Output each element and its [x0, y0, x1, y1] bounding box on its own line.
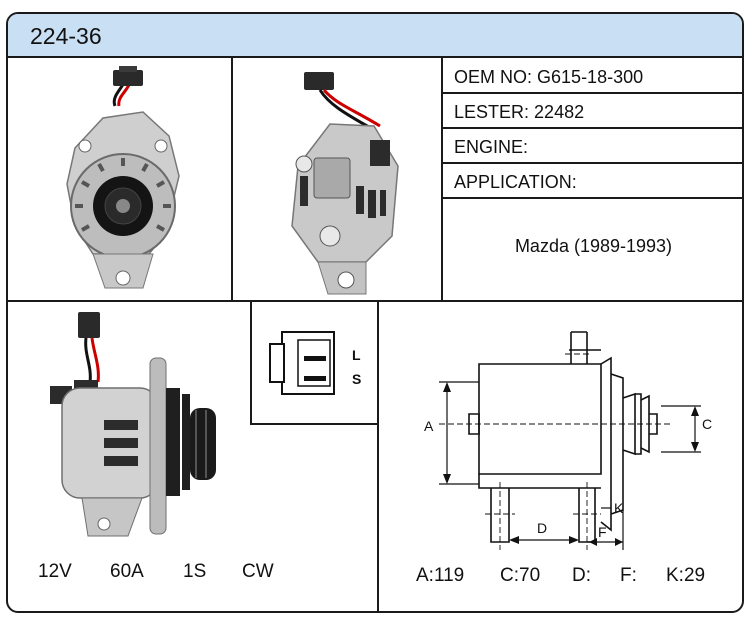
- divider: [250, 423, 379, 425]
- rotation-value: CW: [242, 561, 274, 582]
- divider: [441, 162, 742, 164]
- divider: [250, 300, 252, 425]
- amperage-value: 60A: [110, 561, 144, 582]
- lester-value: 22482: [534, 102, 585, 122]
- part-number-title: 224-36: [30, 23, 102, 49]
- alternator-rear-photo: [291, 72, 399, 295]
- divider: [441, 127, 742, 129]
- dimension-drawing: [439, 331, 701, 550]
- diagram-label-c: C: [702, 416, 713, 432]
- divider: [441, 92, 742, 94]
- oem-value: G615-18-300: [537, 67, 644, 87]
- title-bar: 224-36: [8, 14, 742, 58]
- diagram-label-a: A: [424, 418, 434, 434]
- lester-row: LESTER: 22482: [454, 102, 584, 123]
- voltage-value: 12V: [38, 561, 72, 582]
- lester-label: LESTER:: [454, 102, 530, 122]
- oem-row: OEM NO: G615-18-300: [454, 67, 643, 88]
- dimension-k: K:29: [666, 565, 706, 586]
- divider: [441, 197, 742, 199]
- diagram-label-d: D: [537, 520, 548, 536]
- engine-row: ENGINE:: [454, 137, 528, 158]
- diagram-label-f: F: [598, 524, 607, 540]
- divider: [231, 58, 233, 300]
- divider: [441, 58, 443, 300]
- dimension-f: F:: [620, 565, 637, 586]
- connector-diagram: [269, 331, 335, 395]
- dimension-a: A:119: [416, 565, 465, 586]
- terminal-l-label: L: [352, 347, 361, 363]
- engine-label: ENGINE:: [454, 137, 529, 157]
- dimension-c: C:70: [500, 565, 541, 586]
- application-row: APPLICATION:: [454, 172, 577, 193]
- divider: [377, 300, 379, 611]
- application-value: Mazda (1989-1993): [514, 236, 673, 256]
- alternator-front-photo: [66, 66, 180, 289]
- diagram-label-k: K: [614, 500, 624, 516]
- oem-label: OEM NO:: [454, 67, 533, 87]
- alternator-side-photo: [50, 312, 216, 537]
- terminal-s-label: S: [352, 371, 362, 387]
- product-sheet: 224-36 OEM NO: G615-18-300 LESTER: 22482…: [6, 12, 744, 613]
- pulley-value: 1S: [183, 561, 207, 582]
- application-label: APPLICATION:: [454, 172, 577, 192]
- dimension-d: D:: [572, 565, 591, 586]
- divider: [8, 300, 742, 302]
